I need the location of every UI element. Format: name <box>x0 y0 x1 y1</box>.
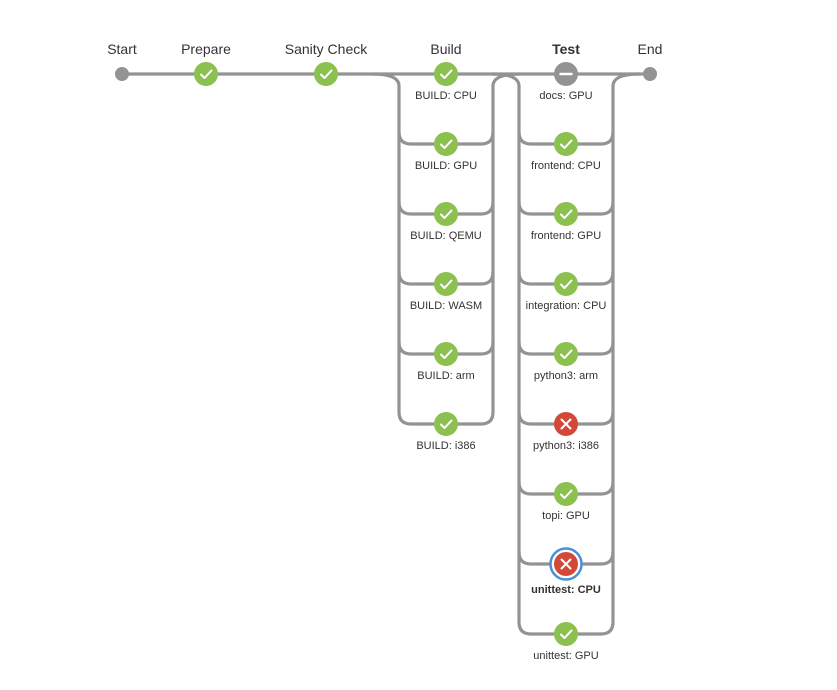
test-branch-unittest-cpu[interactable]: unittest: CPU <box>531 547 601 597</box>
test-branch-frontend-cpu[interactable]: frontend: CPU <box>531 132 601 172</box>
branch-label: BUILD: CPU <box>415 90 477 102</box>
branch-label: python3: i386 <box>533 440 599 452</box>
branch-label: BUILD: QEMU <box>410 230 482 242</box>
stage-label-sanity-check: Sanity Check <box>285 41 368 57</box>
success-status-circle <box>434 342 458 366</box>
branch-label: integration: CPU <box>526 300 607 312</box>
test-branch-unittest-gpu[interactable]: unittest: GPU <box>533 622 599 662</box>
build-branches: BUILD: CPU BUILD: GPU BUILD: QEMU BUILD: WA… <box>410 62 482 452</box>
stage-label-start: Start <box>107 41 137 57</box>
check-icon <box>320 69 333 79</box>
check-icon <box>560 349 573 359</box>
check-icon <box>440 419 453 429</box>
branch-label: BUILD: WASM <box>410 300 482 312</box>
success-status-circle <box>434 62 458 86</box>
test-branch-integration-cpu[interactable]: integration: CPU <box>526 272 607 312</box>
success-status-circle <box>314 62 338 86</box>
cross-icon <box>560 558 572 570</box>
build-branch-build-i386[interactable]: BUILD: i386 <box>416 412 476 452</box>
test-branch-python3-arm[interactable]: python3: arm <box>534 342 598 382</box>
check-icon <box>440 139 453 149</box>
branch-label: topi: GPU <box>542 510 590 522</box>
stage-label-test: Test <box>552 41 580 57</box>
cross-icon <box>560 418 572 430</box>
success-status-circle <box>554 342 578 366</box>
build-branch-build-wasm[interactable]: BUILD: WASM <box>410 272 482 312</box>
success-status-circle <box>554 482 578 506</box>
success-status-circle <box>434 272 458 296</box>
test-branches: docs: GPU frontend: CPU frontend: GPU integ… <box>526 62 607 662</box>
start-node <box>115 67 129 81</box>
success-status-circle <box>554 272 578 296</box>
branch-label: frontend: GPU <box>531 230 601 242</box>
check-icon <box>560 139 573 149</box>
end-node <box>643 67 657 81</box>
stage-label-end: End <box>638 41 663 57</box>
check-icon <box>440 279 453 289</box>
branch-label: python3: arm <box>534 370 598 382</box>
build-branch-build-cpu[interactable]: BUILD: CPU <box>415 62 477 102</box>
check-icon <box>440 349 453 359</box>
branch-label: docs: GPU <box>539 90 592 102</box>
build-branch-build-arm[interactable]: BUILD: arm <box>417 342 475 382</box>
build-branch-build-qemu[interactable]: BUILD: QEMU <box>410 202 482 242</box>
success-status-circle <box>194 62 218 86</box>
stage-node-sanity-check[interactable] <box>314 62 338 86</box>
branch-label: frontend: CPU <box>531 160 601 172</box>
test-branch-python3-i386[interactable]: python3: i386 <box>533 412 599 452</box>
check-icon <box>560 279 573 289</box>
success-status-circle <box>554 132 578 156</box>
check-icon <box>560 209 573 219</box>
branch-label: BUILD: i386 <box>416 440 475 452</box>
check-icon <box>560 489 573 499</box>
test-branch-topi-gpu[interactable]: topi: GPU <box>542 482 590 522</box>
branch-label: unittest: GPU <box>533 650 598 662</box>
check-icon <box>440 69 453 79</box>
branch-label: BUILD: arm <box>417 370 474 382</box>
test-branch-docs-gpu[interactable]: docs: GPU <box>539 62 593 102</box>
build-branch-build-gpu[interactable]: BUILD: GPU <box>415 132 477 172</box>
success-status-circle <box>554 622 578 646</box>
check-icon <box>440 209 453 219</box>
success-status-circle <box>434 132 458 156</box>
stage-label-build: Build <box>430 41 461 57</box>
branch-label: unittest: CPU <box>531 584 601 596</box>
branch-label: BUILD: GPU <box>415 160 477 172</box>
check-icon <box>560 629 573 639</box>
check-icon <box>200 69 213 79</box>
success-status-circle <box>434 412 458 436</box>
stage-node-prepare[interactable] <box>194 62 218 86</box>
test-branch-frontend-gpu[interactable]: frontend: GPU <box>531 202 601 242</box>
success-status-circle <box>434 202 458 226</box>
stage-label-prepare: Prepare <box>181 41 231 57</box>
success-status-circle <box>554 202 578 226</box>
